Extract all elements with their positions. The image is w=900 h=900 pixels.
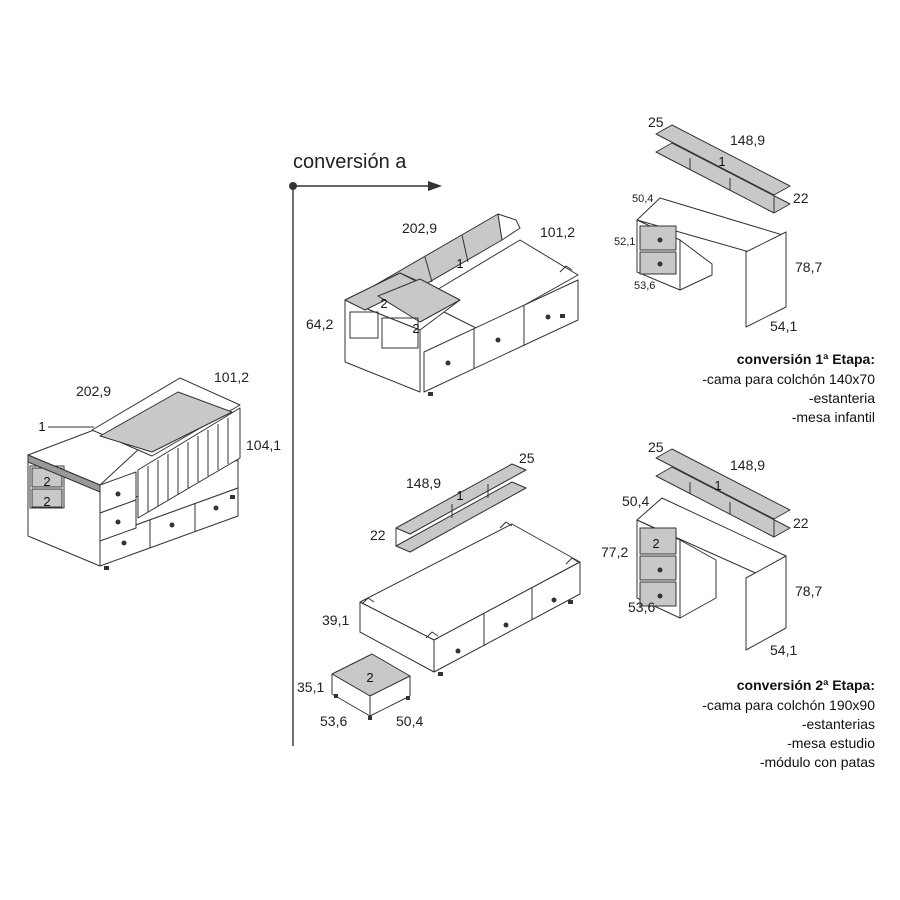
stage2-shelf2-label-1: 1 — [714, 478, 721, 493]
stage1-bed-label-1: 1 — [456, 256, 463, 271]
stage2-desk-depth-dim: 50,4 — [622, 493, 649, 509]
stage1-item-2: -estanteria — [809, 390, 875, 406]
stage1-title: conversión 1ª Etapa: — [737, 351, 875, 367]
stage2-shelf-height-dim: 22 — [370, 527, 386, 543]
stage1-shelf-length-dim: 148,9 — [730, 132, 765, 148]
stage1-desk-drawer-height-dim: 52,1 — [614, 236, 635, 248]
stage1-bed-width-dim: 101,2 — [540, 224, 575, 240]
stage1-desk-depth-dim: 50,4 — [632, 193, 653, 205]
stage2-shelf-drawing — [395, 463, 527, 553]
crib-label-1: 1 — [38, 419, 45, 434]
arrow-origin-dot — [289, 182, 297, 190]
stage1-desk-height-dim: 78,7 — [795, 259, 822, 275]
stage1-bed-label-2b: 2 — [412, 321, 419, 336]
stage1-bed-length-dim: 202,9 — [402, 220, 437, 236]
stage2-shelf-label-1: 1 — [456, 488, 463, 503]
stage2-item-4: -módulo con patas — [760, 754, 875, 770]
crib-label-2b: 2 — [43, 494, 50, 509]
crib-width-dim: 101,2 — [214, 369, 249, 385]
stage2-desk-drawer-height-dim: 77,2 — [601, 544, 628, 560]
stage2-item-2: -estanterias — [802, 716, 875, 732]
stage2-shelf2-length-dim: 148,9 — [730, 457, 765, 473]
stage2-bed-drawing — [359, 521, 581, 676]
stage1-item-1: -cama para colchón 140x70 — [702, 371, 875, 387]
stage2-item-1: -cama para colchón 190x90 — [702, 697, 875, 713]
stage2-shelf2-depth-dim: 25 — [648, 439, 664, 455]
stage2-shelf2-drawing — [655, 448, 791, 538]
stage2-desk-drawing — [636, 497, 787, 651]
stage1-item-3: -mesa infantil — [792, 409, 875, 425]
stage2-module-label: 2 — [366, 670, 373, 685]
stage2-shelf-depth-dim: 25 — [519, 450, 535, 466]
stage1-shelf-drawing — [655, 124, 791, 214]
stage1-shelf-depth-dim: 25 — [648, 114, 664, 130]
conversion-heading: conversión a — [293, 151, 407, 173]
stage2-desk-length-dim: 54,1 — [770, 642, 797, 658]
crib-label-2a: 2 — [43, 474, 50, 489]
stage2-bed-height-dim: 39,1 — [322, 612, 349, 628]
crib-height-dim: 104,1 — [246, 437, 281, 453]
stage1-bed-height-dim: 64,2 — [306, 316, 333, 332]
stage1-desk-drawer-width-dim: 53,6 — [634, 280, 655, 292]
stage2-item-3: -mesa estudio — [787, 735, 875, 751]
stage2-shelf2-height-dim: 22 — [793, 515, 809, 531]
stage2-module-drawing — [331, 653, 411, 720]
crib-length-dim: 202,9 — [76, 383, 111, 399]
stage2-shelf-length-dim: 148,9 — [406, 475, 441, 491]
stage1-desk-length-dim: 54,1 — [770, 318, 797, 334]
stage2-module-depth-dim: 53,6 — [320, 713, 347, 729]
stage2-desk-label-2: 2 — [652, 536, 659, 551]
stage1-bed-label-2a: 2 — [380, 296, 387, 311]
stage1-desk-drawing — [636, 197, 787, 328]
stage2-desk-height-dim: 78,7 — [795, 583, 822, 599]
stage2-title: conversión 2ª Etapa: — [737, 677, 875, 693]
stage1-bed-drawing — [344, 213, 579, 396]
crib-drawing — [27, 377, 241, 570]
stage2-module-height-dim: 35,1 — [297, 679, 324, 695]
stage1-shelf-label-1: 1 — [718, 154, 725, 169]
arrow-head — [428, 181, 442, 191]
conversion-arrow — [289, 181, 442, 746]
stage1-shelf-height-dim: 22 — [793, 190, 809, 206]
stage2-desk-drawer-width-dim: 53,6 — [628, 599, 655, 615]
stage2-module-width-dim: 50,4 — [396, 713, 423, 729]
